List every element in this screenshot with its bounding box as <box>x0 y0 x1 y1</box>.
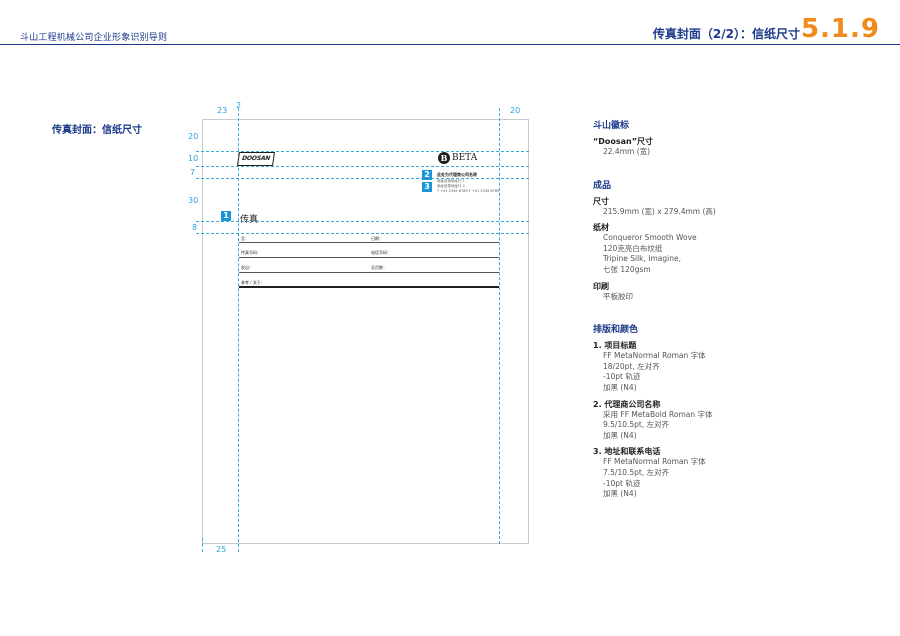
agent-address-line-2: 地址信息地址行 2 <box>437 184 465 188</box>
agent-company-name: 此处为代理商公司名称 <box>437 172 477 177</box>
header-divider <box>0 44 900 45</box>
paper-line: 120克亮白布纹纸 <box>603 243 663 253</box>
guide-title <box>196 221 529 222</box>
beta-logo-icon: B <box>438 152 450 164</box>
logo-size-label: “Doosan”尺寸 <box>593 137 654 146</box>
form-sender-label: 发自： <box>241 265 253 270</box>
guide-edge-left <box>202 538 203 552</box>
typo-item-title: 2. 代理商公司名称 <box>593 399 661 409</box>
spec-column: 斗山徽标 “Doosan”尺寸 22.4mm (宽) 成品 尺寸 215.9mm… <box>593 118 883 500</box>
dim-25: 25 <box>216 545 227 554</box>
dim-10: 10 <box>188 154 199 163</box>
agent-address-line-1: 地址信息地址行 1 <box>437 179 465 183</box>
marker-1: 1 <box>221 211 231 221</box>
typo-item-title: 1. 项目标题 <box>593 341 637 351</box>
print-value: 平板胶印 <box>603 291 633 301</box>
letter-sheet <box>202 119 529 544</box>
guide-address <box>196 178 529 179</box>
form-ref-label: 参考 / 关于： <box>241 280 265 285</box>
dim-7: 7 <box>190 168 196 177</box>
form-rule-3 <box>239 272 499 273</box>
logo-size-value: 22.4mm (宽) <box>603 147 651 156</box>
dim-30: 30 <box>188 196 199 205</box>
typo-item-line: 加黑 (N4) <box>603 489 637 499</box>
marker-3: 3 <box>422 182 432 192</box>
doosan-logo: DOOSAN <box>237 152 275 166</box>
size-label: 尺寸 <box>593 196 609 206</box>
page-title: 传真封面（2/2）：信纸尺寸 <box>652 27 800 41</box>
typo-item-line: 加黑 (N4) <box>603 430 637 440</box>
dim-20-right: 20 <box>510 106 521 115</box>
paper-line: Tripine Silk, Imagine, <box>603 254 681 264</box>
typo-item-line: -10pt 轨迹 <box>603 478 641 488</box>
form-rule-1 <box>239 242 499 243</box>
fax-title: 传真 <box>240 215 259 225</box>
dim-8: 8 <box>192 223 198 232</box>
logo-spec-heading: 斗山徽标 <box>593 121 630 131</box>
section-number: 5.1.9 <box>800 14 880 44</box>
finished-heading: 成品 <box>593 180 612 191</box>
guide-logo-bottom <box>196 166 529 167</box>
form-phone-label: 电话号码： <box>371 250 391 255</box>
dim-20: 20 <box>188 132 199 141</box>
form-pages-label: 总页数： <box>371 265 387 270</box>
form-to-label: 至： <box>241 236 249 241</box>
typo-item-line: FF MetaNormal Roman 字体 <box>603 351 706 361</box>
form-rule-bottom <box>239 286 499 288</box>
typo-item-line: 18/20pt, 左对齐 <box>603 361 660 371</box>
typography-heading: 排版和颜色 <box>593 325 639 336</box>
paper-label: 纸材 <box>593 223 609 233</box>
marker-2: 2 <box>422 170 432 180</box>
paper-line: Conqueror Smooth Wove <box>603 233 697 243</box>
company-guideline-title: 斗山工程机械公司企业形象识别导则 <box>20 33 168 43</box>
typo-item-title: 3. 地址和联系电话 <box>593 447 661 457</box>
form-fax-label: 传真号码： <box>241 250 261 255</box>
dim-2: 2 <box>236 101 242 110</box>
typo-item-line: 加黑 (N4) <box>603 382 637 392</box>
typo-item-line: FF MetaNormal Roman 字体 <box>603 457 706 467</box>
agent-phone-line: T +01 2345 6789 F +01 2345 6789 <box>437 189 500 193</box>
form-rule-2 <box>239 257 499 258</box>
guide-top <box>196 151 529 152</box>
typo-item-line: 7.5/10.5pt, 左对齐 <box>603 467 670 477</box>
guide-right-margin <box>499 108 500 544</box>
typo-item-line: 9.5/10.5pt, 左对齐 <box>603 420 670 430</box>
form-date-label: 日期： <box>371 236 383 241</box>
section-title: 传真封面：信纸尺寸 <box>52 125 142 136</box>
guide-form-top <box>196 233 529 234</box>
guide-left-margin <box>238 108 239 552</box>
dim-23: 23 <box>217 106 228 115</box>
beta-logo-text: BETA <box>452 153 478 163</box>
size-value: 215.9mm (宽) x 279.4mm (高) <box>603 206 716 216</box>
typo-item-line: 采用 FF MetaBold Roman 字体 <box>603 409 713 419</box>
paper-line: 七张 120gsm <box>603 264 651 274</box>
typo-item-line: -10pt 轨迹 <box>603 372 641 382</box>
print-label: 印刷 <box>593 281 609 291</box>
